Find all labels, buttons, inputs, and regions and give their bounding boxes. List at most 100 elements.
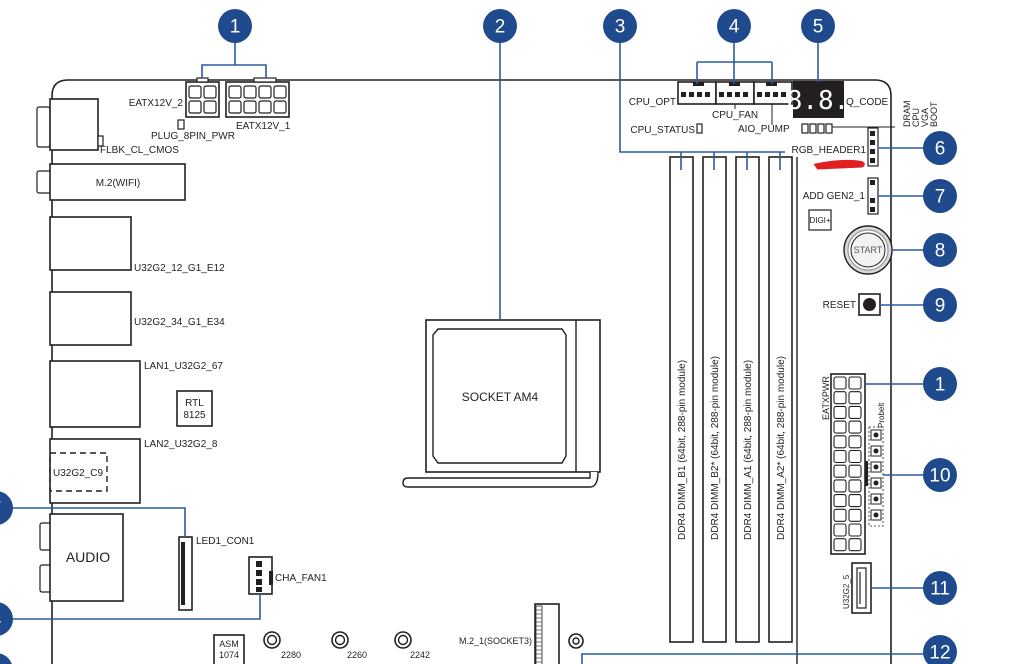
lan2-label: LAN2_U32G2_8 (144, 439, 218, 450)
cpu-fan-header: CPU_FAN (712, 81, 758, 121)
callout-badge-7: 7 (923, 179, 957, 213)
probelt-point-dot (873, 496, 879, 502)
reset-button[interactable]: RESET (823, 293, 881, 316)
callout-badge-9: 9 (923, 288, 957, 322)
eatx12v-1-connector: EATX12V_1 (225, 77, 291, 132)
audio-label: AUDIO (66, 549, 110, 565)
probelt-point-dot (873, 464, 879, 470)
eatxpwr-pin (848, 420, 862, 434)
svg-text:7: 7 (0, 499, 1, 520)
u32g2-c9-label: U32G2_C9 (53, 468, 103, 479)
eatx12v-2-label: EATX12V_2 (129, 98, 184, 109)
cpu-status-label: CPU_STATUS (630, 125, 695, 136)
asm1074-chip: ASM 1074 (213, 634, 245, 664)
reset-label: RESET (823, 300, 856, 311)
callout-badge-3-left: 3 (0, 653, 12, 664)
digi-label: DIGI+ (809, 216, 830, 225)
svg-text:5: 5 (813, 17, 824, 38)
flbk-cl-cmos-label: FLBK_CL_CMOS (100, 145, 179, 156)
cpu-opt-header: CPU_OPT (629, 81, 717, 108)
m2-1-standoff (568, 633, 584, 649)
q-led-indicators: DRAM CPU VGA BOOT (801, 101, 939, 134)
eatx12v-2-connector: EATX12V_2 (129, 77, 220, 118)
svg-text:11: 11 (930, 579, 950, 600)
dimm-slot-a1: DDR4 DIMM_A1 (64bit, 288-pin module) (735, 156, 760, 643)
eatxpwr-connector: EATXPWR (821, 373, 868, 555)
lan1-label: LAN1_U32G2_67 (144, 361, 223, 372)
callout-badge-8: 8 (923, 233, 957, 267)
svg-text:1: 1 (230, 17, 241, 38)
svg-text:3: 3 (615, 17, 626, 38)
svg-text:10: 10 (929, 466, 950, 487)
led1-con1-label: LED1_CON1 (196, 536, 255, 547)
cha-fan1-header: CHA_FAN1 (248, 556, 327, 595)
dimm-b1-label: DDR4 DIMM_B1 (64bit, 288-pin module) (677, 360, 688, 540)
lan1-port: LAN1_U32G2_67 (49, 360, 223, 428)
eatxpwr-pin (833, 508, 847, 522)
qled-vga-label: VGA (920, 108, 930, 127)
cha-fan1-label: CHA_FAN1 (275, 573, 327, 584)
eatxpwr-pin (833, 405, 847, 419)
probelt-point-dot (873, 480, 879, 486)
lan2-port: LAN2_U32G2_8 U32G2_C9 (49, 438, 218, 504)
dimm-slot-b1: DDR4 DIMM_B1 (64bit, 288-pin module) (669, 156, 694, 643)
eatxpwr-pin (848, 464, 862, 478)
usb-u32g2-12-port: U32G2_12_G1_E12 (49, 216, 225, 274)
eatxpwr-pin (848, 479, 862, 493)
svg-text:1: 1 (935, 375, 946, 396)
callout-badge-3: 3 (603, 9, 637, 43)
eatxpwr-pin (833, 391, 847, 405)
svg-text:3: 3 (0, 661, 1, 664)
rgb-header1-label: RGB_HEADER1 (792, 145, 867, 156)
m2-wifi-label: M.2(WIFI) (96, 178, 140, 189)
eatx12v-1-label: EATX12V_1 (236, 121, 291, 132)
cpu-socket-am4: SOCKET AM4 (402, 319, 601, 488)
eatxpwr-pin (833, 420, 847, 434)
eatxpwr-pin (848, 508, 862, 522)
callout-badge-4: 4 (717, 9, 751, 43)
board-outline (51, 79, 892, 664)
svg-text:6: 6 (935, 139, 946, 160)
add-gen2-1-label: ADD GEN2_1 (803, 191, 866, 202)
asm-label-1: ASM (219, 639, 239, 649)
m2-2280-label: 2280 (281, 650, 301, 660)
cpu-fan-label: CPU_FAN (712, 110, 758, 121)
u32g2-12-label: U32G2_12_G1_E12 (134, 263, 225, 274)
callout-badge-10: 10 (923, 458, 957, 492)
probelt-label: Probelt (877, 402, 886, 428)
eatxpwr-pin (848, 538, 862, 552)
eatxpwr-label: EATXPWR (821, 376, 831, 420)
m2-1-label: M.2_1(SOCKET3) (459, 636, 532, 646)
svg-text:9: 9 (935, 296, 946, 317)
callout-badge-1-top: 1 (218, 9, 252, 43)
m2-standoff-2242: 2242 (394, 631, 430, 660)
dimm-a2-label: DDR4 DIMM_A2* (64bit, 288-pin module) (776, 356, 787, 540)
eatxpwr-pin (833, 376, 847, 390)
callout-badge-4-left: 4 (0, 602, 13, 636)
m2-wifi-slot: M.2(WIFI) (36, 163, 186, 201)
plug-8pin-pwr-label: PLUG_8PIN_PWR (151, 131, 235, 142)
callout-badge-1-right: 1 (923, 367, 957, 401)
callout-badge-11: 11 (923, 571, 957, 605)
qled-cpu-label: CPU (911, 108, 921, 127)
eatxpwr-pin (833, 538, 847, 552)
dimm-a1-label: DDR4 DIMM_A1 (64bit, 288-pin module) (743, 360, 754, 540)
qled-dram-label: DRAM (902, 101, 912, 128)
q-code-display: 8.8. Q_CODE (787, 81, 889, 118)
callout-badge-7-left: 7 (0, 491, 13, 525)
q-code-label: Q_CODE (846, 97, 889, 108)
plug-8pin-pwr-led: PLUG_8PIN_PWR (151, 119, 235, 142)
probelt-points: Probelt (868, 402, 886, 527)
usb-u32g2-34-port: U32G2_34_G1_E34 (49, 291, 225, 346)
eatxpwr-pin (848, 494, 862, 508)
socket-label: SOCKET AM4 (462, 390, 539, 404)
eatxpwr-pin (848, 449, 862, 464)
probelt-point-dot (873, 448, 879, 454)
cpu-status-led: CPU_STATUS (630, 123, 703, 136)
rgb-header1: RGB_HEADER1 (792, 127, 879, 170)
m2-2260-label: 2260 (347, 650, 367, 660)
start-button[interactable]: START (843, 225, 893, 275)
svg-text:12: 12 (929, 643, 950, 664)
svg-text:4: 4 (729, 17, 740, 38)
